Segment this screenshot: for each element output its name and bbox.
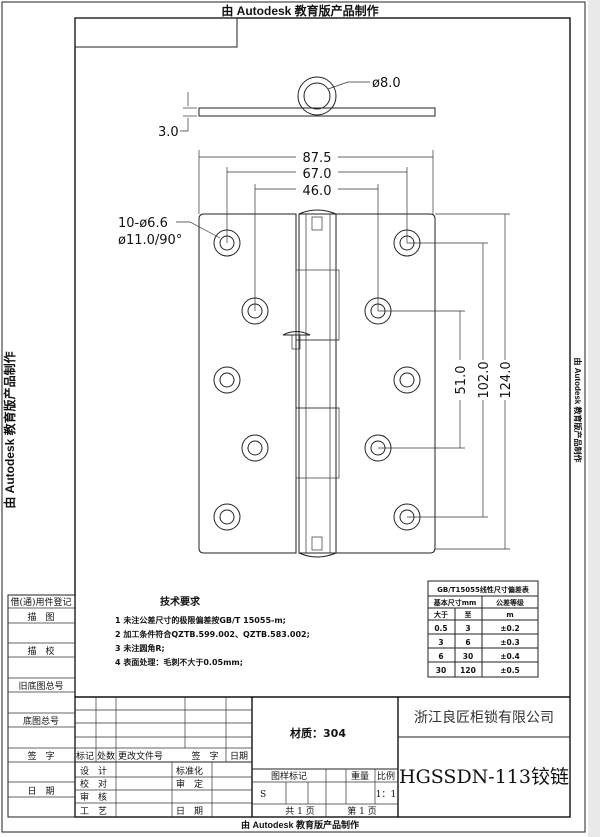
scale-label: 比例 — [377, 770, 395, 782]
watermark-right: 由 Autodesk 教育版产品制作 — [573, 358, 583, 463]
tolerance-table-title: GB/T15055线性尺寸偏差表 — [437, 585, 530, 594]
left-column-label: 描 图 — [27, 611, 54, 623]
tolerance-cell: 30 — [436, 666, 446, 675]
tolerance-cell: 120 — [460, 666, 476, 675]
tech-req-item: 4 表面处理：毛刺不大于0.05mm; — [115, 657, 243, 667]
width-holes-outer-label: 67.0 — [303, 167, 332, 182]
rev-header: 日期 — [230, 751, 248, 762]
outer-border — [1, 1, 586, 833]
tolerance-cell: ±0.5 — [500, 666, 520, 675]
left-column-label: 旧底图总号 — [18, 680, 63, 692]
weight-label: 重量 — [351, 770, 369, 782]
hinge-front-view — [198, 209, 436, 558]
role-label: 设 计 — [80, 765, 107, 777]
tolerance-cell: 3 — [438, 638, 443, 647]
countersunk-hole — [213, 503, 241, 531]
role-label: 日 期 — [176, 806, 203, 817]
left-column-label: 借(通)用件登记 — [10, 596, 71, 608]
tolerance-cell: ±0.4 — [500, 652, 520, 661]
countersunk-hole — [241, 297, 269, 325]
left-column-label: 签 字 — [27, 750, 54, 762]
pin-diameter-label: ø8.0 — [372, 76, 401, 91]
rev-header: 更改文件号 — [118, 750, 163, 762]
header-size: 基本尺寸mm — [433, 598, 477, 607]
scrollbar-strip — [588, 0, 600, 837]
grade: m — [506, 611, 513, 619]
role-label: 审 定 — [176, 778, 203, 790]
tech-req-item: 3 未注圆角R; — [115, 643, 165, 653]
tolerance-cell: 0.5 — [434, 624, 447, 633]
role-label: 审 核 — [80, 791, 107, 803]
title-block: 标记 处数 更改文件号 签 字 日期 设 计 校 对 审 核 工 艺 标准化 审… — [75, 696, 570, 817]
width-holes-inner-label: 46.0 — [303, 184, 332, 199]
tolerance-cell: ±0.2 — [500, 624, 520, 633]
countersink-label: ø11.0/90° — [118, 233, 182, 248]
tolerance-cell: 6 — [465, 638, 470, 647]
col-from: 大于 — [434, 610, 448, 619]
tech-req-title: 技术要求 — [160, 595, 201, 608]
mounting-holes — [213, 229, 421, 531]
height-inner-label: 51.0 — [454, 366, 469, 395]
drawing-title: HGSSDN-113铰链 — [399, 766, 569, 788]
sheet-number: 第 1 页 — [347, 805, 376, 817]
tech-req-item: 2 加工条件符合QZTB.599.002、QZTB.583.002; — [115, 629, 310, 639]
rev-header: 签 字 — [191, 750, 218, 762]
inner-frame — [74, 17, 571, 818]
height-dimensions: 51.0 102.0 124.0 — [378, 213, 514, 550]
watermark-left: 由 Autodesk 教育版产品制作 — [2, 351, 17, 508]
top-view: ø8.0 3.0 — [158, 76, 436, 140]
height-overall-label: 124.0 — [499, 361, 514, 398]
countersunk-hole — [213, 366, 241, 394]
rev-header: 处数 — [97, 750, 115, 762]
left-column-label: 描 校 — [27, 645, 54, 657]
role-label: 标准化 — [176, 765, 203, 777]
tolerance-cell: ±0.3 — [500, 638, 520, 647]
scale-value: 1：1 — [376, 790, 396, 800]
width-dimensions: 87.5 67.0 46.0 — [198, 148, 434, 311]
header-grade: 公差等级 — [496, 598, 525, 607]
watermark-bottom: 由 Autodesk 教育版产品制作 — [241, 819, 359, 830]
role-label: 校 对 — [80, 778, 107, 790]
rev-header: 标记 — [76, 750, 94, 762]
top-left-box — [74, 17, 238, 48]
tolerance-cell: 30 — [463, 652, 473, 661]
watermark-top: 由 Autodesk 教育版产品制作 — [221, 3, 378, 18]
mark-value: S — [260, 790, 266, 800]
material-label: 材质：304 — [290, 726, 346, 740]
left-column-label: 底图总号 — [23, 715, 59, 727]
total-sheets: 共 1 页 — [285, 806, 314, 817]
countersunk-hole — [213, 229, 241, 257]
col-to: 至 — [465, 611, 472, 619]
tech-req-item: 1 未注公差尺寸的极限偏差按GB/T 15055-m; — [115, 615, 286, 625]
height-holes-label: 102.0 — [477, 361, 492, 398]
countersunk-hole — [241, 434, 269, 462]
tech-requirements: 技术要求 1 未注公差尺寸的极限偏差按GB/T 15055-m; 2 加工条件符… — [115, 595, 310, 667]
thickness-label: 3.0 — [158, 125, 179, 140]
tolerance-cell: 6 — [438, 652, 443, 661]
drawing-mark-label: 图样标记 — [271, 770, 307, 782]
hole-count-label: 10-ø6.6 — [118, 216, 168, 231]
tolerance-rows: 0.5 3 ±0.2 3 6 ±0.3 6 30 ±0.4 30 120 ±0.5 — [434, 624, 519, 675]
countersunk-hole — [393, 366, 421, 394]
role-label: 工 艺 — [80, 806, 107, 817]
width-overall-label: 87.5 — [303, 151, 332, 166]
left-column-label: 日 期 — [27, 786, 54, 797]
tolerance-table: GB/T15055线性尺寸偏差表 基本尺寸mm 公差等级 大于 至 m 0.5 3… — [427, 580, 539, 678]
company-name: 浙江良匠柜锁有限公司 — [414, 710, 554, 726]
tolerance-cell: 3 — [465, 624, 470, 633]
